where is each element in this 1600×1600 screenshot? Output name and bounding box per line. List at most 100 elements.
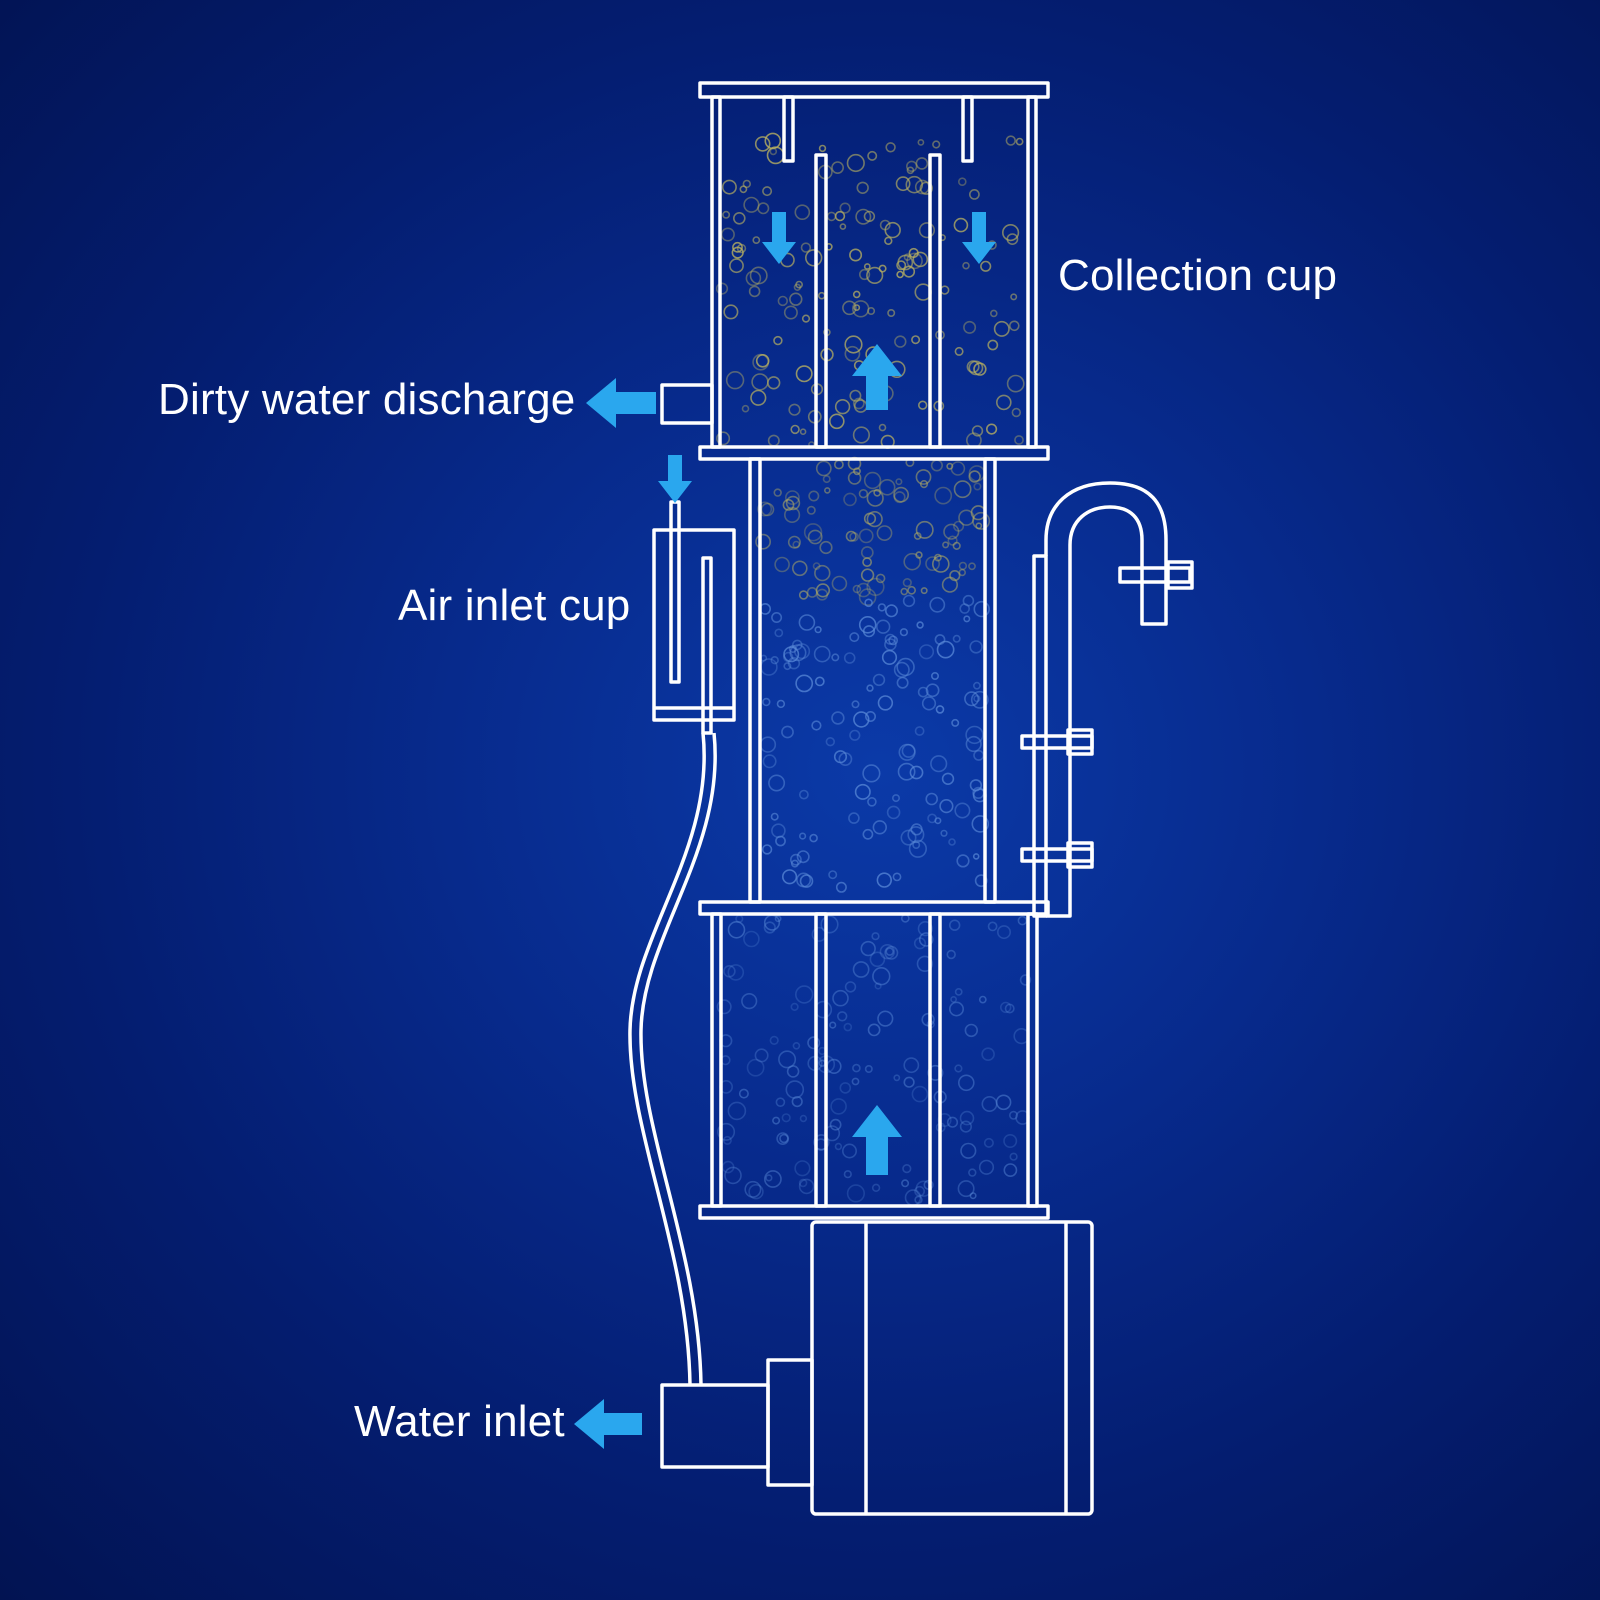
bubble bbox=[886, 805, 901, 820]
bubble bbox=[785, 495, 801, 511]
bubble bbox=[887, 308, 896, 317]
bubble bbox=[746, 1058, 765, 1077]
bubble bbox=[930, 671, 939, 680]
bubble bbox=[819, 540, 833, 555]
bubble bbox=[863, 471, 882, 490]
bubble bbox=[892, 872, 902, 882]
bubble bbox=[849, 389, 862, 402]
bubble bbox=[732, 212, 746, 225]
bubble bbox=[911, 335, 921, 345]
bubble bbox=[783, 506, 801, 524]
bubble bbox=[962, 594, 975, 607]
bubble bbox=[875, 619, 891, 634]
bubble bbox=[995, 1094, 1012, 1111]
bubble bbox=[725, 371, 745, 390]
bubble bbox=[896, 657, 915, 677]
bubble bbox=[768, 774, 786, 792]
bubble bbox=[852, 397, 865, 410]
bubble bbox=[942, 541, 950, 549]
bubble bbox=[853, 304, 861, 311]
bubble bbox=[764, 132, 782, 150]
bubble bbox=[946, 1116, 959, 1128]
bubble bbox=[895, 478, 903, 486]
bubble bbox=[959, 1120, 973, 1133]
bubble bbox=[849, 632, 860, 643]
bubble bbox=[876, 872, 892, 888]
bubble bbox=[752, 353, 770, 371]
bubble bbox=[973, 482, 982, 491]
bubble bbox=[963, 320, 977, 334]
bubble bbox=[1011, 407, 1021, 418]
bubble bbox=[856, 181, 869, 195]
bubble bbox=[884, 604, 898, 618]
bubble bbox=[930, 755, 948, 773]
bubbles-layer bbox=[715, 132, 1032, 1206]
bubble bbox=[798, 1178, 808, 1188]
bubble bbox=[716, 431, 731, 446]
bubble bbox=[867, 1023, 881, 1037]
bubble bbox=[973, 749, 985, 761]
bubble bbox=[970, 690, 989, 709]
bubble bbox=[878, 423, 887, 432]
bubble bbox=[813, 1134, 830, 1151]
bubble bbox=[789, 292, 803, 306]
bubble bbox=[915, 157, 929, 170]
bubble bbox=[839, 202, 851, 214]
bubble bbox=[931, 555, 950, 573]
bubble bbox=[960, 1142, 977, 1159]
bubble bbox=[894, 335, 907, 348]
bubble bbox=[874, 982, 882, 990]
bubble bbox=[773, 488, 782, 497]
bubble bbox=[814, 564, 831, 582]
bubble bbox=[867, 150, 878, 161]
bubble bbox=[918, 222, 936, 239]
bubble bbox=[968, 1168, 977, 1177]
bubble bbox=[782, 498, 795, 511]
bubble bbox=[770, 812, 779, 821]
bubble bbox=[906, 166, 915, 175]
bubble bbox=[783, 662, 792, 671]
skimmer-outline bbox=[628, 81, 1194, 1516]
bubble bbox=[871, 1183, 881, 1193]
bubble bbox=[798, 1178, 815, 1195]
bubble bbox=[773, 335, 783, 346]
bubble bbox=[815, 460, 832, 477]
bubble bbox=[872, 966, 891, 986]
bubble bbox=[948, 1001, 964, 1017]
bubble bbox=[775, 835, 786, 847]
bubble bbox=[925, 556, 940, 571]
bubble bbox=[862, 828, 874, 840]
bubble bbox=[755, 533, 771, 550]
bubble bbox=[948, 919, 961, 931]
bubble bbox=[762, 697, 771, 707]
bubble bbox=[905, 175, 924, 194]
bubble bbox=[854, 783, 871, 800]
bubble bbox=[828, 870, 838, 880]
discharge-spout bbox=[660, 383, 714, 425]
bubble bbox=[962, 261, 970, 270]
bubble bbox=[917, 138, 925, 146]
bubble bbox=[843, 652, 856, 664]
bubble bbox=[935, 705, 945, 714]
bubble bbox=[956, 854, 970, 868]
bubble bbox=[851, 700, 860, 709]
bubble bbox=[958, 568, 966, 577]
bubble bbox=[871, 932, 880, 941]
bubble bbox=[927, 813, 937, 824]
bubble bbox=[952, 541, 961, 551]
bubble bbox=[981, 1096, 998, 1113]
bubble bbox=[969, 1192, 977, 1200]
bubble bbox=[844, 335, 863, 354]
bubble bbox=[843, 1022, 853, 1032]
bubble bbox=[772, 1116, 781, 1125]
bubble bbox=[744, 1180, 762, 1198]
bubble bbox=[738, 1088, 749, 1099]
bubble bbox=[1009, 1152, 1018, 1161]
bubble bbox=[1015, 137, 1024, 146]
bubble bbox=[843, 1170, 852, 1179]
bubble bbox=[1017, 915, 1028, 926]
bubble bbox=[915, 520, 934, 539]
bubble bbox=[862, 764, 881, 783]
bubble bbox=[831, 653, 840, 662]
